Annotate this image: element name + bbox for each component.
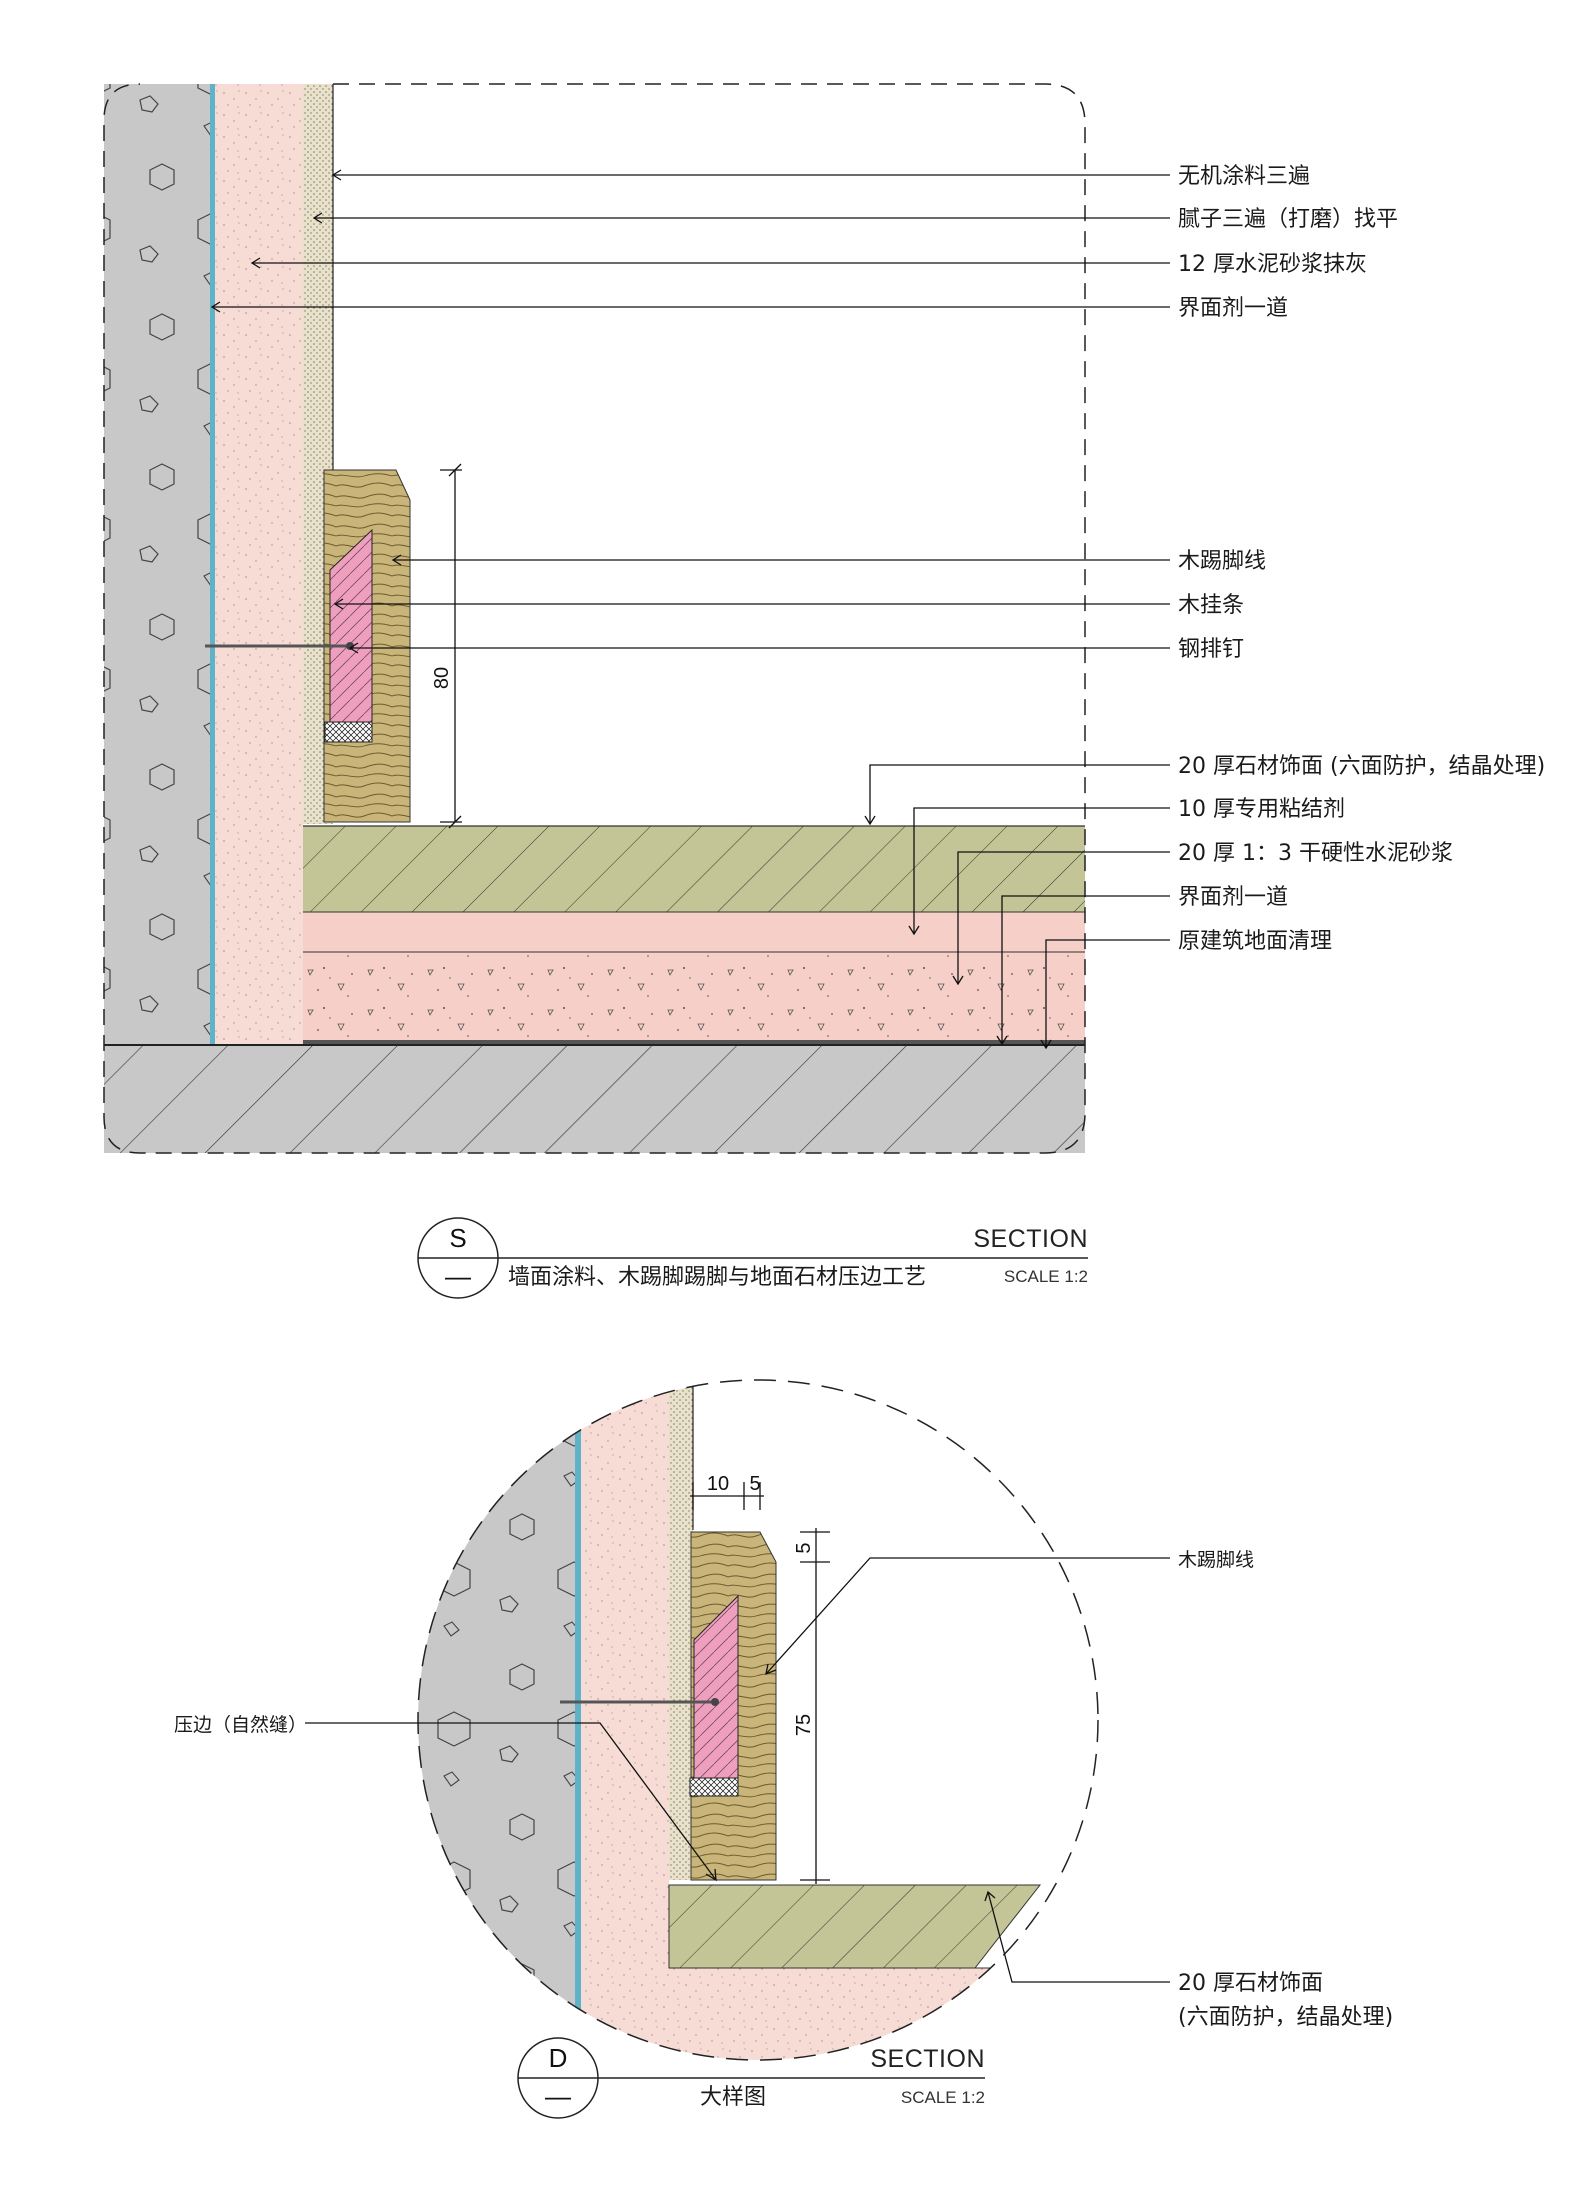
section-s: 80 无机涂料三遍 腻子三遍（打磨）找平 12 厚水泥砂浆抹灰 界面剂一道 木踢… [103, 83, 1545, 1299]
callout-adhesive: 10 厚专用粘结剂 [1178, 797, 1345, 822]
d-mortar-layer [669, 1968, 1069, 2060]
wall-concrete [104, 84, 214, 1044]
callout-putty: 腻子三遍（打磨）找平 [1178, 207, 1398, 232]
section-s-callouts: 无机涂料三遍 腻子三遍（打磨）找平 12 厚水泥砂浆抹灰 界面剂一道 木踢脚线 … [1178, 164, 1545, 954]
stone-finish [303, 826, 1085, 912]
dim-recess-5: 5 [749, 1473, 760, 1495]
section-s-label: SECTION [973, 1225, 1088, 1253]
section-d-caption: 大样图 [700, 2085, 766, 2110]
floor-interface [303, 1040, 1085, 1045]
adhesive-layer [303, 912, 1085, 952]
plaster-layer [215, 84, 303, 1044]
detail-boundary-d [417, 1379, 1099, 2061]
mesh-block [324, 721, 373, 743]
d-stone-finish [668, 1884, 1042, 1969]
d-mesh-block [689, 1777, 739, 1797]
dim-height-75: 75 [793, 1714, 815, 1736]
title-block-s: S — SECTION 墙面涂料、木踢脚踢脚与地面石材压边工艺 SCALE 1:… [417, 1217, 1088, 1299]
dim-gap-10: 10 [707, 1473, 729, 1495]
callout-wood-strip: 木挂条 [1178, 593, 1244, 618]
interface-coat [210, 84, 215, 1044]
callout-floor-clean: 原建筑地面清理 [1178, 929, 1332, 954]
d-putty-layer [669, 1380, 693, 1880]
section-s-caption: 墙面涂料、木踢脚踢脚与地面石材压边工艺 [508, 1265, 926, 1290]
d-plaster-layer [581, 1380, 669, 2060]
callout-interface-wall: 界面剂一道 [1178, 296, 1288, 321]
d-wall-concrete [418, 1380, 578, 2060]
section-s-submark: — [445, 1261, 471, 1291]
dry-mortar-layer [303, 952, 1085, 1042]
callout-inorganic-paint: 无机涂料三遍 [1178, 164, 1310, 189]
title-block-d: D — SECTION 大样图 SCALE 1:2 [517, 2037, 985, 2119]
section-s-mark: S [449, 1223, 466, 1253]
callout-wood-skirting: 木踢脚线 [1178, 549, 1266, 574]
d-callout-stone-line1: 20 厚石材饰面 [1178, 1971, 1323, 1996]
d-dimensions: 10 5 5 75 [690, 1473, 830, 1884]
callout-dry-mortar: 20 厚 1：3 干硬性水泥砂浆 [1178, 841, 1453, 866]
section-s-scale: SCALE 1:2 [1004, 1267, 1088, 1286]
d-callouts: 木踢脚线 压边（自然缝） 20 厚石材饰面 (六面防护，结晶处理) [174, 1549, 1393, 2030]
callout-plaster: 12 厚水泥砂浆抹灰 [1178, 252, 1367, 277]
section-d-submark: — [545, 2081, 571, 2111]
dimension-80-label: 80 [431, 667, 453, 689]
d-callout-skirting: 木踢脚线 [1178, 1549, 1254, 1571]
section-d-mark: D [549, 2043, 568, 2073]
section-d-scale: SCALE 1:2 [901, 2088, 985, 2107]
callout-interface-floor: 界面剂一道 [1178, 885, 1288, 910]
dimension-80: 80 [431, 463, 462, 829]
callout-steel-nail: 钢排钉 [1178, 637, 1244, 662]
d-callout-stone-line2: (六面防护，结晶处理) [1178, 2005, 1393, 2030]
dim-top-5: 5 [793, 1542, 815, 1553]
floor-slab [104, 1045, 1085, 1153]
callout-stone-finish: 20 厚石材饰面 (六面防护，结晶处理) [1178, 754, 1545, 779]
d-callout-edge-joint: 压边（自然缝） [174, 1714, 307, 1736]
detail-boundary-s [103, 83, 1086, 1154]
section-d: 10 5 5 75 木踢脚线 压边（自然缝） 20 厚石材饰面 (六面防护，结晶… [174, 1379, 1393, 2119]
section-s-leaders [210, 169, 1170, 1050]
d-interface-coat [575, 1380, 581, 2060]
section-d-label: SECTION [870, 2045, 985, 2073]
d-leaders [305, 1557, 1170, 1983]
